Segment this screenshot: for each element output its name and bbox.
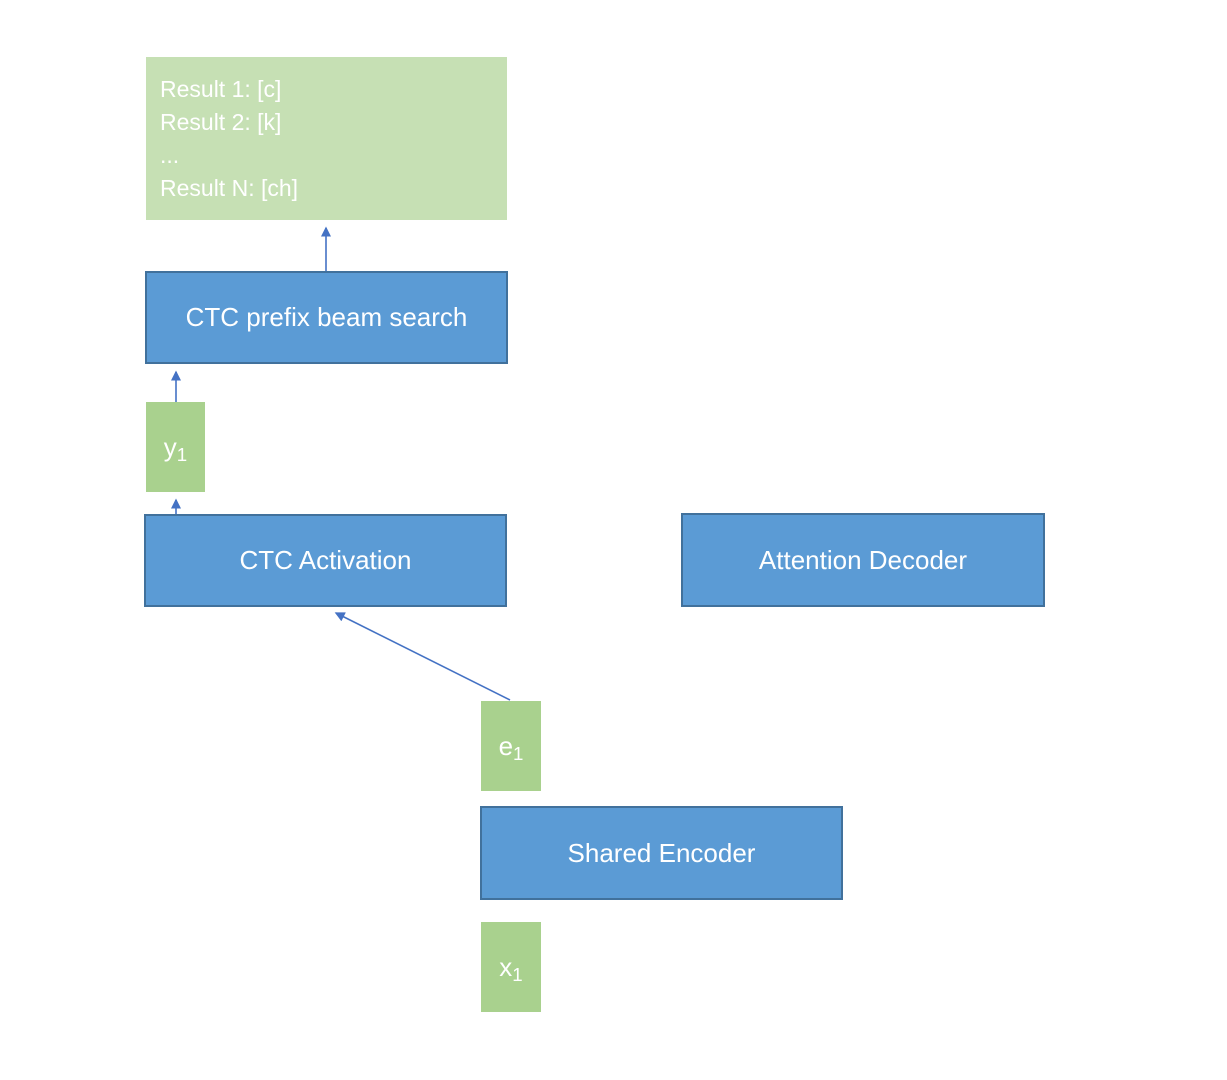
attention-decoder-label: Attention Decoder: [758, 544, 968, 575]
result-line-n: Result N: [ch]: [160, 175, 299, 201]
e1-box: e1: [481, 701, 541, 791]
results-box: Result 1: [c] Result 2: [k] ... Result N…: [146, 57, 507, 220]
shared-encoder-label: Shared Encoder: [567, 837, 756, 868]
arrow-e1-to-activation: [334, 612, 511, 701]
result-line-2: Result 2: [k]: [160, 109, 282, 135]
ctc-prefix-beam-search-box: CTC prefix beam search: [145, 271, 508, 364]
ctc-prefix-beam-search-label: CTC prefix beam search: [185, 302, 468, 332]
result-line-1: Result 1: [c]: [160, 76, 282, 102]
x1-box: x1: [481, 922, 541, 1012]
y1-box: y1: [146, 402, 205, 492]
x1-label: x1: [499, 951, 523, 985]
y1-label: y1: [163, 431, 188, 465]
ctc-activation-box: CTC Activation: [144, 514, 507, 607]
e1-label: e1: [498, 730, 524, 764]
result-line-ellipsis: ...: [160, 142, 180, 168]
shared-encoder-box: Shared Encoder: [480, 806, 843, 900]
attention-decoder-box: Attention Decoder: [681, 513, 1045, 607]
ctc-activation-label: CTC Activation: [239, 545, 412, 575]
